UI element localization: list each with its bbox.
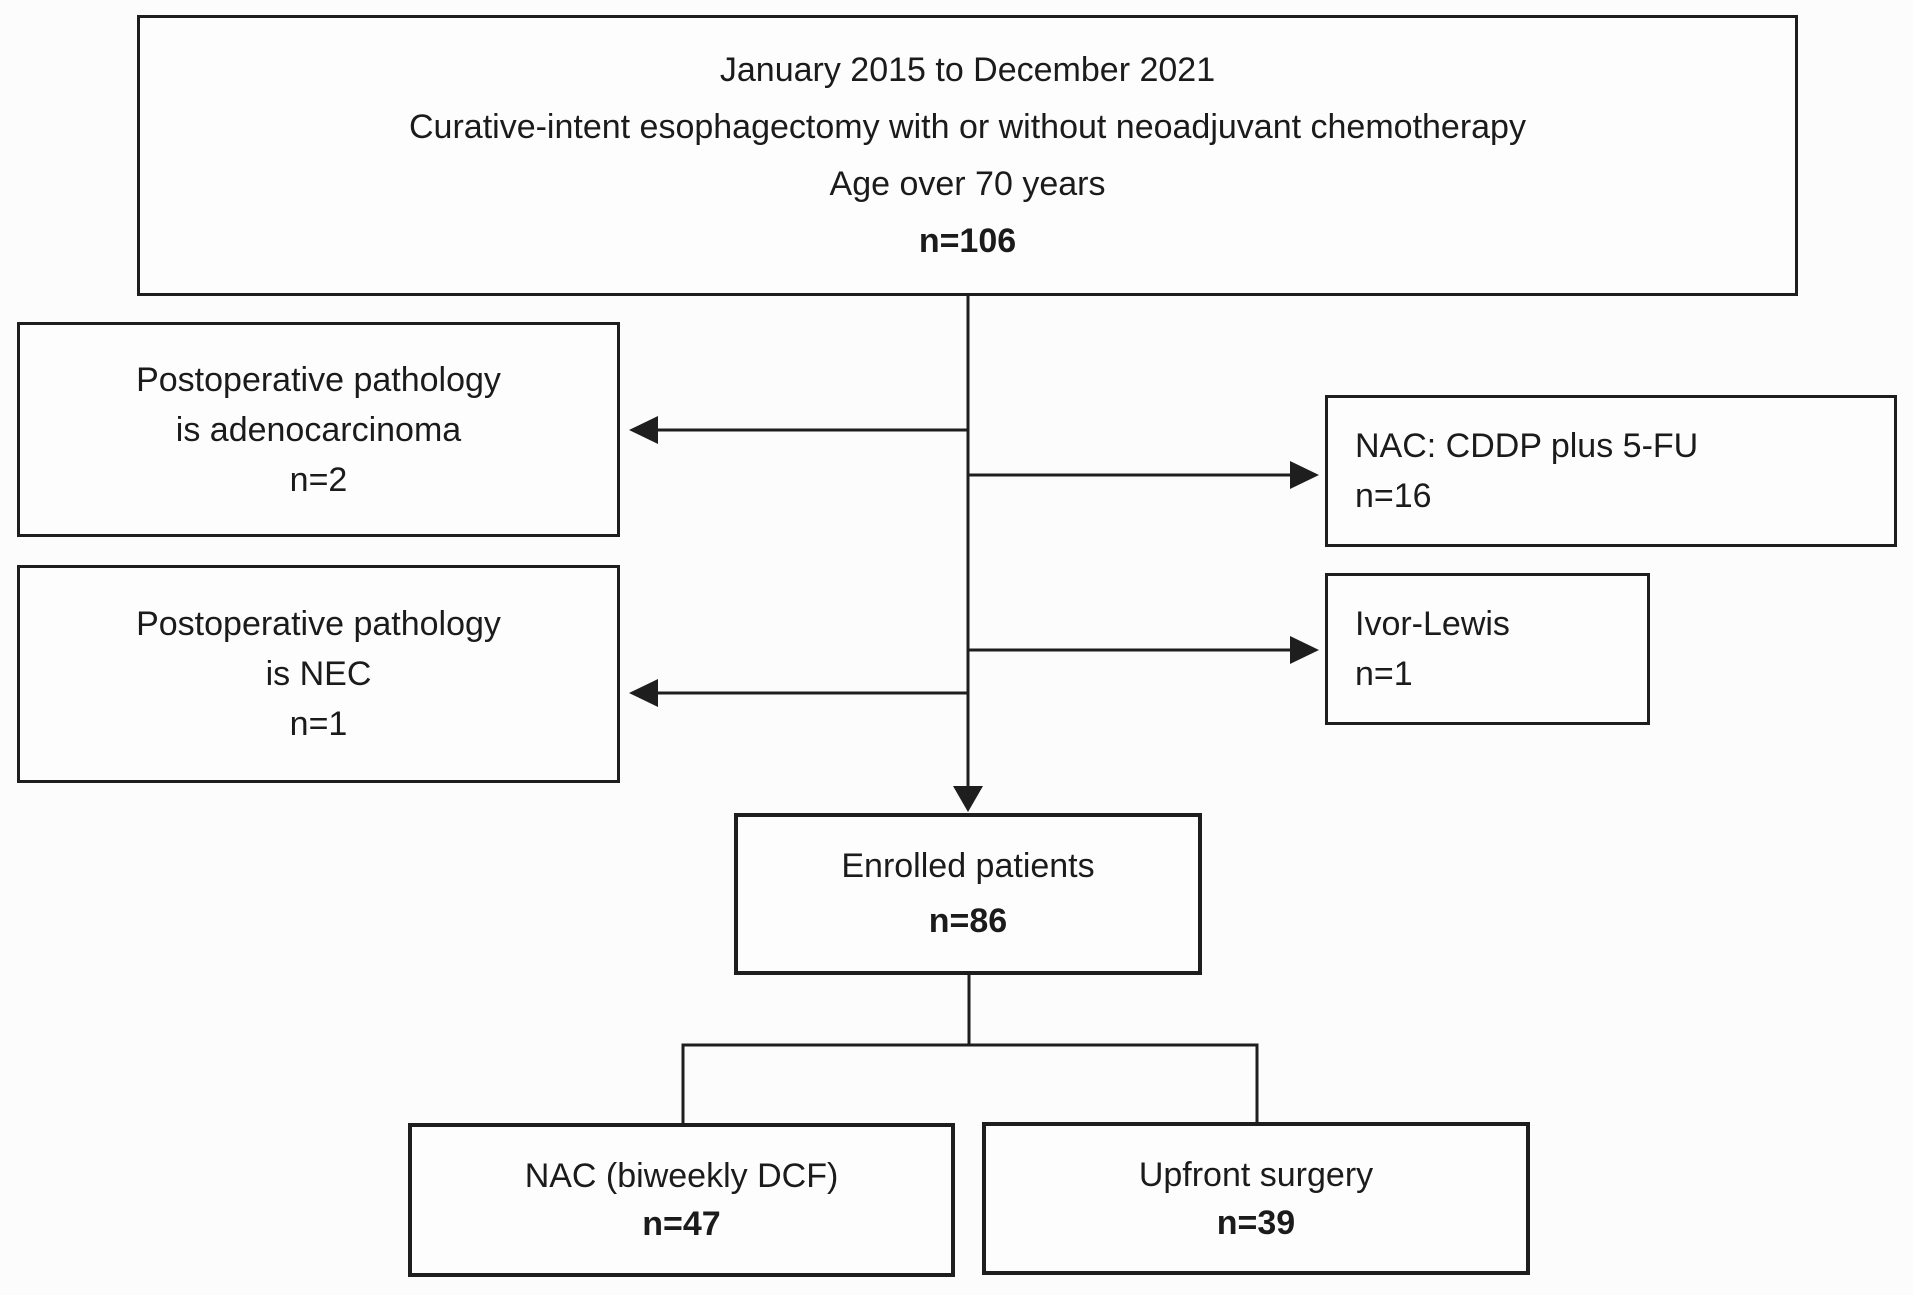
upfront-surgery-count: n=39	[1216, 1203, 1296, 1242]
eligibility-period: January 2015 to December 2021	[719, 50, 1216, 89]
box-eligibility: January 2015 to December 2021 Curative-i…	[137, 15, 1798, 296]
excluded-adenocarcinoma-count: n=2	[289, 460, 348, 499]
arrowhead-right-nac-cddp	[1290, 461, 1319, 489]
enrolled-count: n=86	[928, 902, 1008, 940]
ivor-lewis-text: Ivor-Lewis	[1355, 605, 1510, 643]
enrolled-text: Enrolled patients	[841, 847, 1095, 885]
nac-dcf-text: NAC (biweekly DCF)	[524, 1157, 839, 1195]
excluded-adenocarcinoma-text-2: is adenocarcinoma	[175, 410, 462, 449]
nac-cddp-count: n=16	[1355, 477, 1432, 515]
arrowhead-right-ivor-lewis	[1290, 636, 1319, 664]
excluded-nec-text-2: is NEC	[265, 655, 372, 693]
arrowhead-down-enrolled	[953, 786, 983, 812]
box-nac-dcf: NAC (biweekly DCF) n=47	[408, 1123, 955, 1277]
box-upfront-surgery: Upfront surgery n=39	[982, 1122, 1530, 1275]
box-excluded-nec: Postoperative pathology is NEC n=1	[17, 565, 620, 783]
arrowhead-left-nec	[629, 679, 658, 707]
excluded-nec-text-1: Postoperative pathology	[136, 605, 501, 643]
box-ivor-lewis: Ivor-Lewis n=1	[1325, 573, 1650, 725]
excluded-nec-count: n=1	[289, 705, 348, 743]
excluded-adenocarcinoma-text-1: Postoperative pathology	[136, 360, 501, 399]
eligibility-count: n=106	[918, 221, 1017, 260]
box-nac-cddp: NAC: CDDP plus 5-FU n=16	[1325, 395, 1897, 547]
eligibility-procedure: Curative-intent esophagectomy with or wi…	[409, 107, 1526, 146]
connector-split-bar	[681, 1043, 1259, 1123]
arrowhead-left-adenocarcinoma	[629, 416, 658, 444]
nac-dcf-count: n=47	[642, 1205, 721, 1243]
ivor-lewis-count: n=1	[1355, 655, 1413, 693]
box-enrolled-patients: Enrolled patients n=86	[734, 813, 1202, 975]
upfront-surgery-text: Upfront surgery	[1138, 1155, 1374, 1194]
box-excluded-adenocarcinoma: Postoperative pathology is adenocarcinom…	[17, 322, 620, 537]
eligibility-age: Age over 70 years	[829, 164, 1106, 203]
nac-cddp-text: NAC: CDDP plus 5-FU	[1355, 427, 1699, 465]
